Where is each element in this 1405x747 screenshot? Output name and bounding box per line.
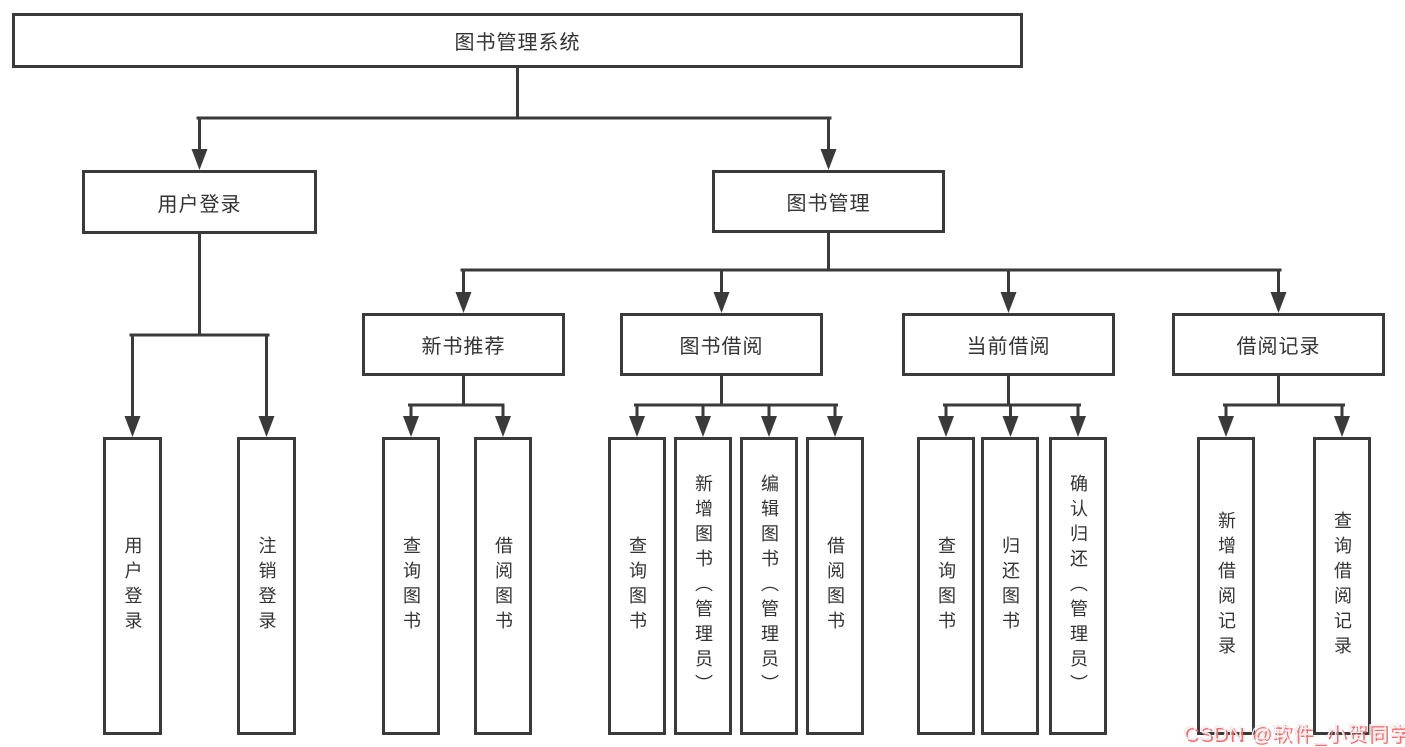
leaf-bb-add-books-admin: 新增图书（管理员） xyxy=(674,437,732,735)
csdn-watermark: CSDN @软件_小贺同学 xyxy=(1183,723,1405,745)
node-book-management: 图书管理 xyxy=(712,170,945,233)
leaf-cb-confirm-return-admin: 确认归还（管理员） xyxy=(1049,437,1107,735)
node-root: 图书管理系统 xyxy=(12,13,1023,68)
leaf-br-add-record: 新增借阅记录 xyxy=(1197,437,1255,735)
node-borrowing-records: 借阅记录 xyxy=(1172,313,1385,376)
node-book-borrowing: 图书借阅 xyxy=(620,313,823,376)
leaf-nb-borrow-books: 借阅图书 xyxy=(474,437,532,735)
leaf-bb-edit-books-admin: 编辑图书（管理员） xyxy=(740,437,798,735)
leaf-cb-return-books: 归还图书 xyxy=(981,437,1039,735)
leaf-bb-query-books: 查询图书 xyxy=(608,437,666,735)
leaf-cb-query-books: 查询图书 xyxy=(917,437,975,735)
leaf-login: 用户登录 xyxy=(103,437,162,735)
node-new-book-recommend: 新书推荐 xyxy=(362,313,565,376)
leaf-br-query-record: 查询借阅记录 xyxy=(1313,437,1371,735)
node-current-borrowing: 当前借阅 xyxy=(902,313,1115,376)
leaf-nb-query-books: 查询图书 xyxy=(382,437,440,735)
leaf-bb-borrow-books: 借阅图书 xyxy=(806,437,864,735)
leaf-logout: 注销登录 xyxy=(237,437,296,735)
node-user-login: 用户登录 xyxy=(82,170,317,234)
